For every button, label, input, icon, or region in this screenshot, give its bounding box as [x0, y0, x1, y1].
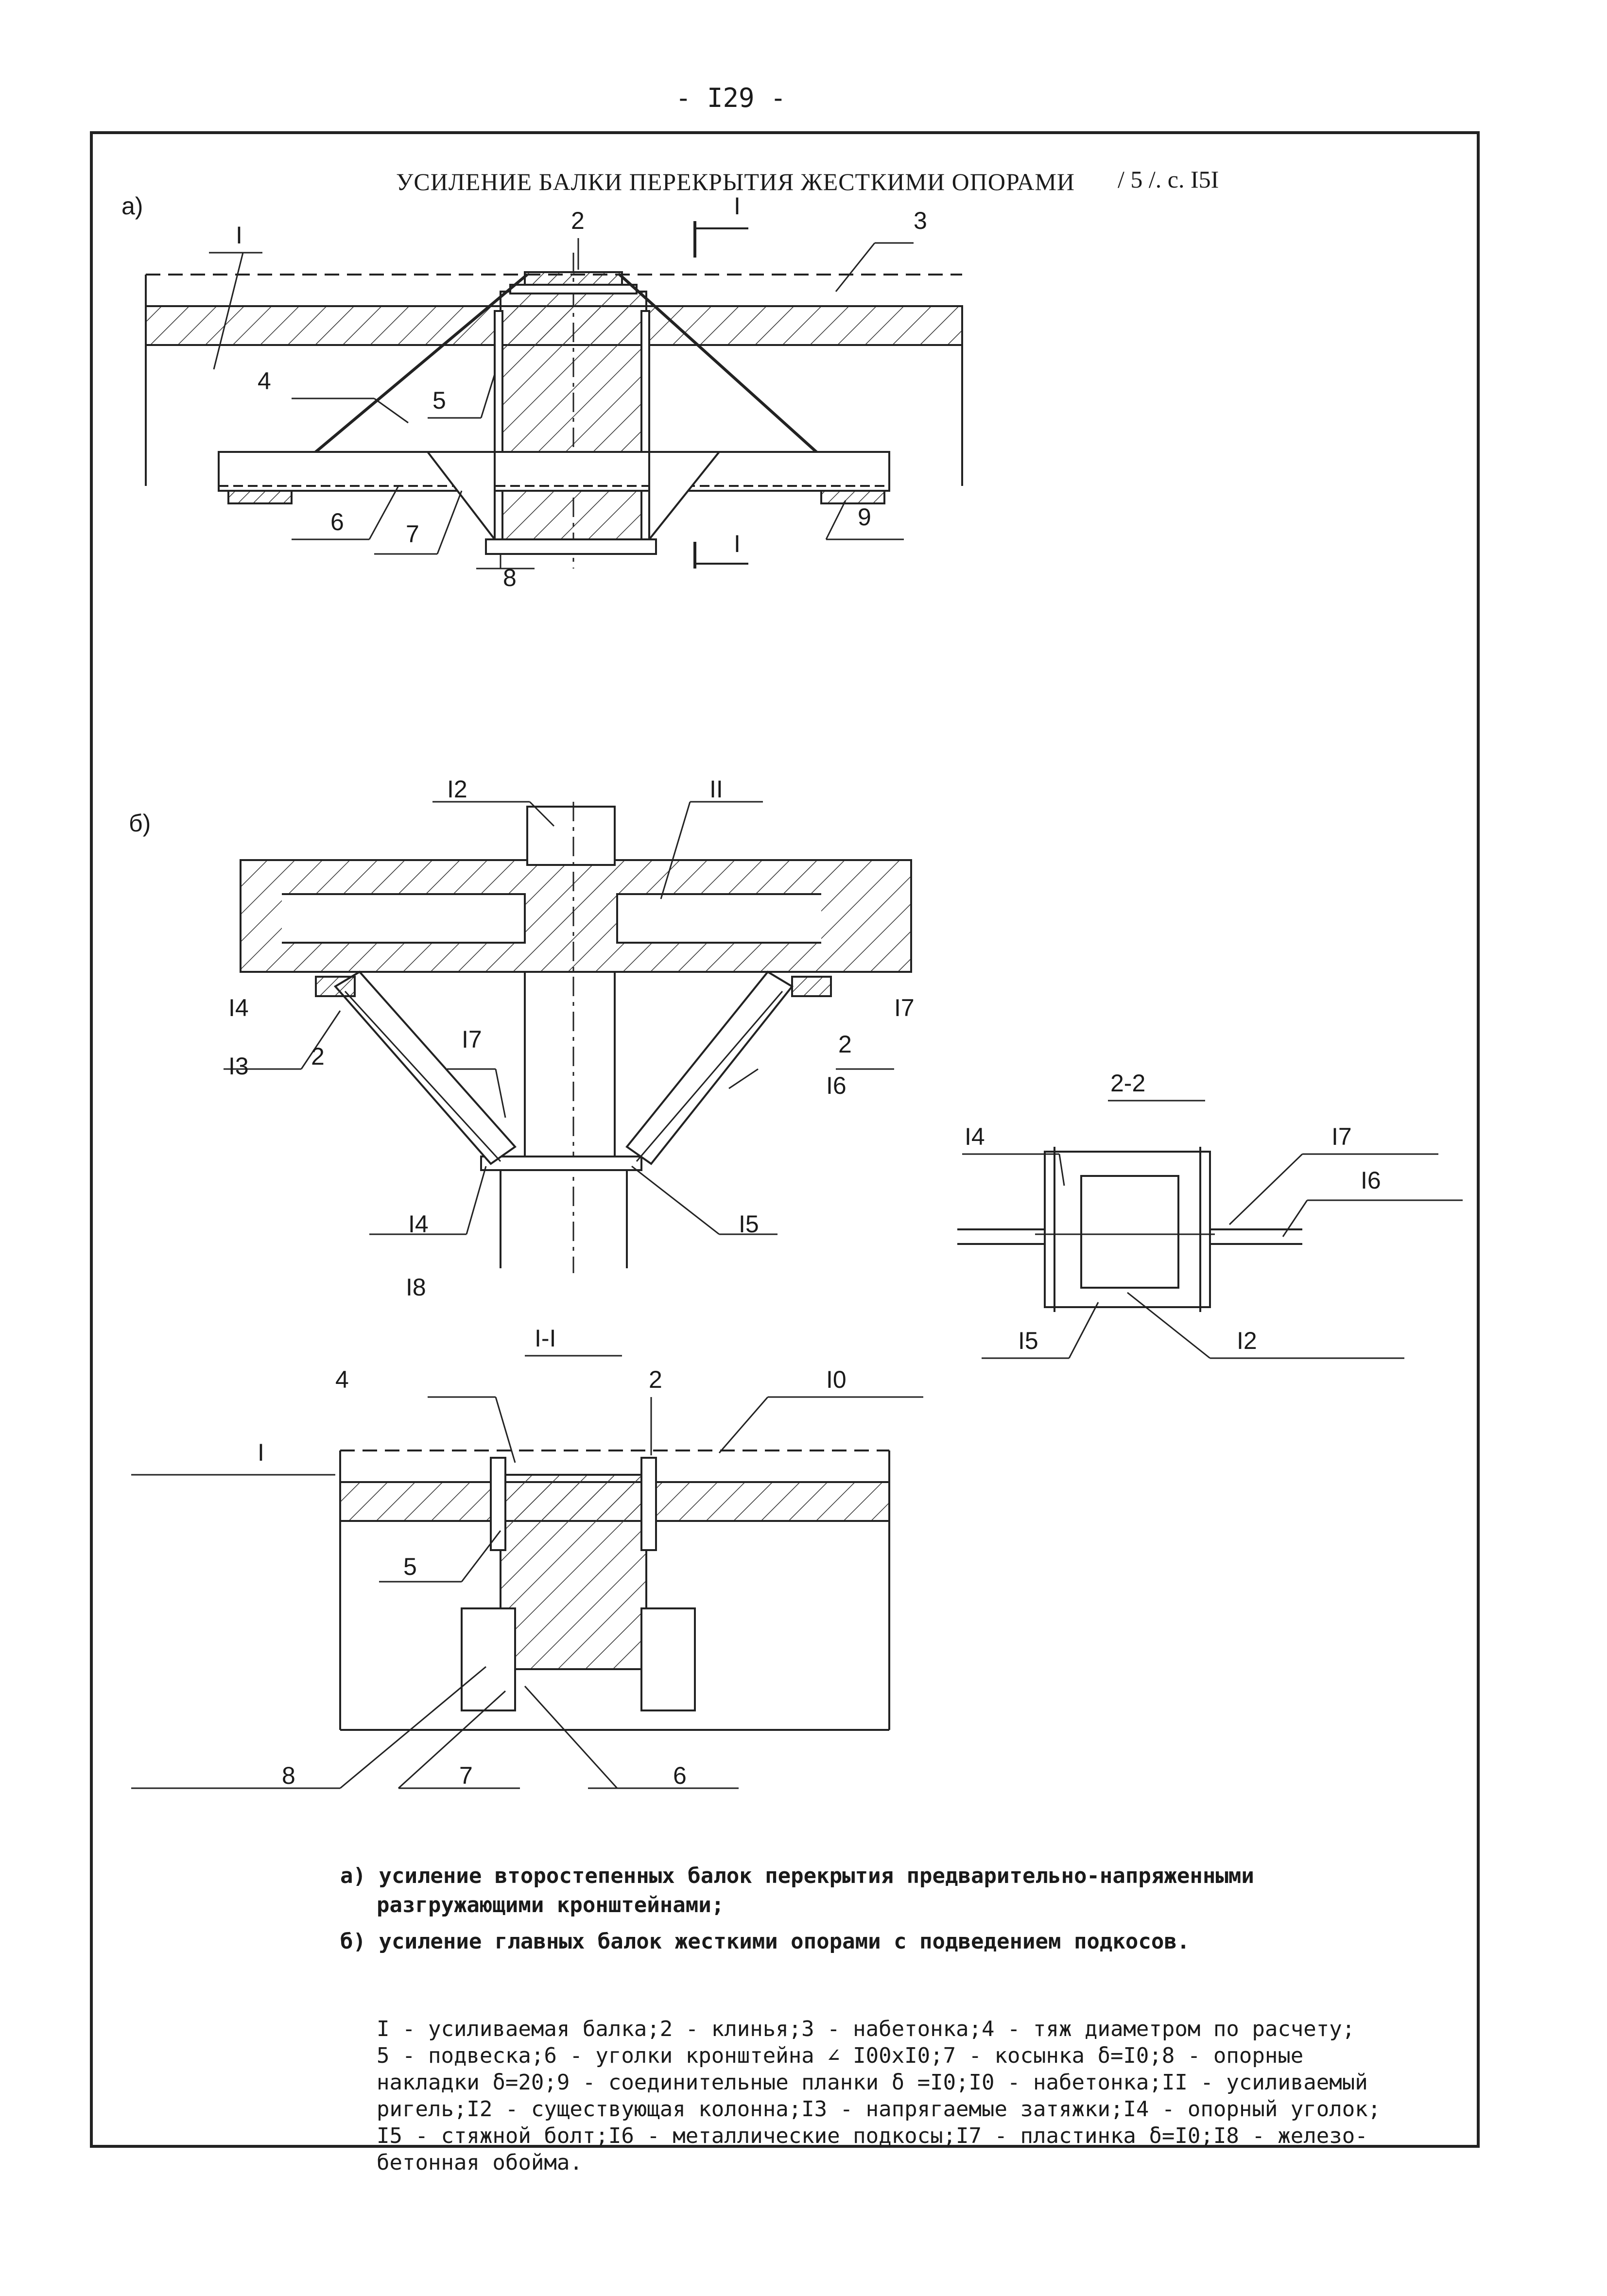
- page-frame: [90, 131, 1480, 2148]
- diagram-a: [145, 221, 963, 570]
- label-16: I6: [826, 1072, 847, 1099]
- label-2: 2: [571, 207, 585, 234]
- label-3: 3: [914, 207, 927, 234]
- label-17-section: I7: [1331, 1123, 1352, 1150]
- label-14-section: I4: [965, 1123, 985, 1150]
- label-8-section: 8: [282, 1762, 295, 1789]
- label-5-section: 5: [403, 1553, 417, 1580]
- label-6-section: 6: [673, 1762, 687, 1789]
- label-4-section: 4: [335, 1366, 349, 1393]
- legend-line-3: накладки δ=20;9 - соединительные планки …: [377, 2070, 1368, 2095]
- section-1-1-title: I-I: [535, 1325, 556, 1352]
- label-4: 4: [258, 367, 271, 395]
- legend-line-1: I - усиливаемая балка;2 - клинья;3 - наб…: [377, 2017, 1355, 2041]
- label-7-section: 7: [459, 1762, 473, 1789]
- label-14-bottom: I4: [408, 1210, 429, 1238]
- legend-line-5: I5 - стяжной болт;I6 - металлические под…: [377, 2123, 1368, 2148]
- diagram-b-tag: б): [129, 810, 151, 837]
- section-1-1: [131, 1355, 923, 1789]
- reference-note: / 5 /. с. I5I: [1118, 166, 1219, 193]
- label-10: I0: [826, 1366, 847, 1393]
- label-2-left: 2: [311, 1043, 325, 1070]
- page-number: - I29 -: [675, 83, 786, 113]
- label-2-right: 2: [838, 1031, 852, 1058]
- caption-b-line1: б) усиление главных балок жесткими опора…: [340, 1929, 1190, 1954]
- caption-a-line2: разгружающими кронштейнами;: [377, 1893, 725, 1917]
- label-8: 8: [503, 564, 517, 591]
- section-2-2: [957, 1100, 1463, 1359]
- legend-line-4: ригель;I2 - существующая колонна;I3 - на…: [377, 2097, 1381, 2122]
- diagram-a-tag: а): [121, 192, 143, 220]
- label-6: 6: [330, 508, 344, 535]
- label-15-section: I5: [1018, 1327, 1038, 1354]
- label-7: 7: [406, 520, 419, 548]
- section-mark-top: I: [734, 192, 741, 220]
- label-16-section: I6: [1361, 1167, 1381, 1194]
- label-12: I2: [447, 776, 467, 803]
- label-5: 5: [432, 387, 446, 414]
- label-18: I8: [406, 1274, 426, 1301]
- label-13: I3: [228, 1053, 249, 1080]
- legend-line-6: бетонная обойма.: [377, 2150, 583, 2175]
- diagram-b: [224, 801, 912, 1273]
- label-11: II: [709, 776, 723, 803]
- page-title: УСИЛЕНИЕ БАЛКИ ПЕРЕКРЫТИЯ ЖЕСТКИМИ ОПОРА…: [396, 168, 1075, 195]
- label-17-center: I7: [462, 1026, 482, 1053]
- label-1: I: [236, 222, 242, 249]
- label-9: 9: [858, 503, 871, 531]
- label-14-left: I4: [228, 994, 249, 1021]
- caption-a-line1: а) усиление второстепенных балок перекры…: [340, 1864, 1254, 1888]
- label-12-section: I2: [1237, 1327, 1257, 1354]
- legend-line-2: 5 - подвеска;6 - уголки кронштейна ∠ I00…: [377, 2043, 1304, 2068]
- label-1-section: I: [258, 1439, 264, 1466]
- label-17-right: I7: [894, 994, 915, 1021]
- section-mark-bottom: I: [734, 530, 741, 557]
- section-2-2-title: 2-2: [1110, 1070, 1146, 1097]
- label-2-section: 2: [649, 1366, 662, 1393]
- label-15: I5: [739, 1210, 759, 1238]
